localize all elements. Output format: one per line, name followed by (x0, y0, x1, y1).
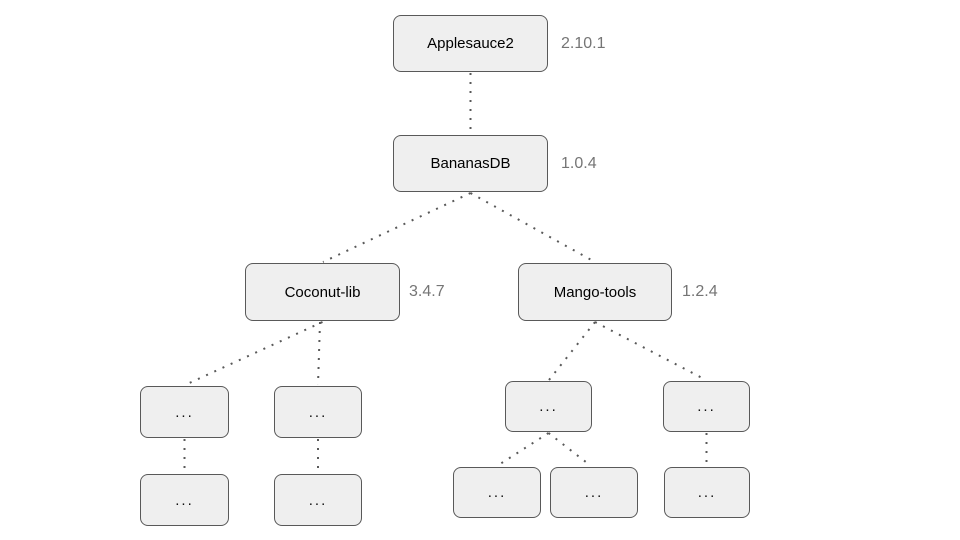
node-placeholder-l4-label: ... (308, 491, 328, 509)
node-mango-tools: Mango-tools (518, 263, 672, 321)
node-placeholder-r2-label: ... (697, 398, 716, 415)
node-placeholder-r5: ... (664, 467, 750, 518)
edge-coconut-lib-placeholder-l2 (317, 321, 321, 386)
node-placeholder-r2: ... (663, 381, 750, 432)
version-label-coconut-lib: 3.4.7 (409, 283, 445, 300)
node-bananasdb-label: BananasDB (430, 155, 511, 172)
edge-coconut-lib-placeholder-l1 (184, 321, 323, 386)
node-placeholder-r1: ... (505, 381, 592, 432)
edge-bananasdb-mango-tools (470, 192, 596, 263)
node-coconut-lib: Coconut-lib (245, 263, 400, 321)
node-bananasdb: BananasDB (393, 135, 548, 192)
node-placeholder-l2-label: ... (308, 403, 328, 421)
node-placeholder-l4: ... (274, 474, 362, 526)
node-placeholder-l1: ... (140, 386, 229, 438)
edge-placeholder-r1-r3 (496, 432, 550, 467)
node-applesauce2: Applesauce2 (393, 15, 548, 72)
node-placeholder-l3: ... (140, 474, 229, 526)
edge-mango-tools-placeholder-r2 (594, 321, 707, 381)
node-placeholder-r4: ... (550, 467, 638, 518)
node-placeholder-r4-label: ... (584, 484, 604, 501)
node-applesauce2-label: Applesauce2 (427, 35, 514, 52)
node-placeholder-l1-label: ... (175, 403, 194, 421)
version-label-applesauce2: 2.10.1 (561, 34, 606, 52)
node-placeholder-r3: ... (453, 467, 541, 518)
node-placeholder-r3-label: ... (487, 484, 507, 501)
edge-placeholder-r1-r4 (547, 432, 592, 467)
edge-mango-tools-placeholder-r1 (548, 321, 596, 381)
node-placeholder-l2: ... (274, 386, 362, 438)
node-mango-tools-label: Mango-tools (553, 283, 637, 301)
version-label-bananasdb: 1.0.4 (561, 154, 597, 172)
version-label-mango-tools: 1.2.4 (682, 283, 718, 300)
node-coconut-lib-label: Coconut-lib (284, 283, 361, 301)
node-placeholder-r5-label: ... (697, 484, 717, 501)
node-placeholder-r1-label: ... (539, 398, 558, 415)
edge-bananasdb-coconut-lib (322, 192, 471, 263)
node-placeholder-l3-label: ... (175, 491, 194, 509)
